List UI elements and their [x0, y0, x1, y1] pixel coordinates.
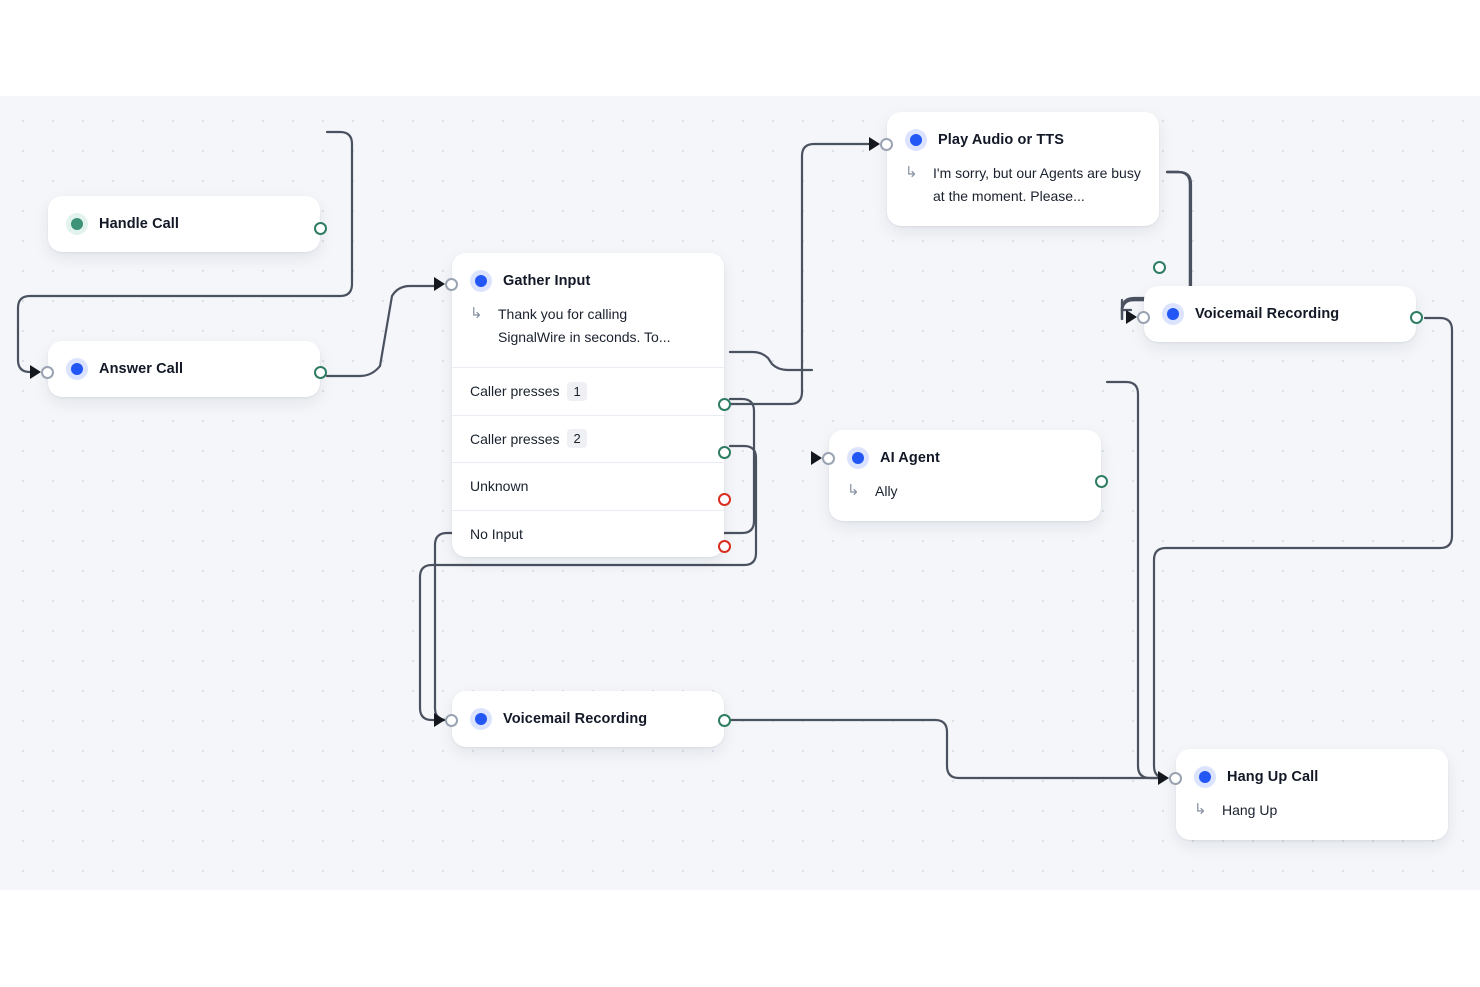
- edge-answer-call-to-gather-input: [325, 284, 439, 378]
- blue-dot-icon: [470, 708, 492, 730]
- node-header: Play Audio or TTS: [887, 112, 1159, 168]
- blue-dot-icon: [847, 447, 869, 469]
- branch-label: No Input: [470, 525, 523, 542]
- node-header: Answer Call: [48, 341, 320, 397]
- node-header: Handle Call: [48, 196, 320, 252]
- arrow-marker-hang-up-call: [1158, 771, 1169, 785]
- arrow-marker-voicemail-recording-right: [1126, 310, 1137, 324]
- node-title: Voicemail Recording: [1195, 306, 1340, 322]
- edge-presses1-to-play-audio: [728, 142, 874, 406]
- arrow-marker-voicemail-recording-bottom: [434, 713, 445, 727]
- arrow-marker-answer-call: [30, 365, 41, 379]
- node-voicemail-recording-bottom[interactable]: Voicemail Recording: [452, 691, 724, 747]
- node-subtitle: Hang Up: [1222, 802, 1278, 818]
- green-dot-icon: [66, 213, 88, 235]
- branch-arrow-icon: ↳: [847, 482, 860, 499]
- handle-in-voicemail-recording-right[interactable]: [1137, 311, 1150, 324]
- node-answer-call[interactable]: Answer Call: [48, 341, 320, 397]
- node-title: Answer Call: [99, 361, 184, 377]
- branch-label: Caller presses: [470, 383, 560, 400]
- branch-arrow-icon: ↳: [1194, 801, 1207, 818]
- branch-label: Caller presses: [470, 430, 560, 447]
- blue-dot-icon: [470, 270, 492, 292]
- arrow-marker-gather-input: [434, 277, 445, 291]
- edge-voicemail-right-to-hangup: [1152, 316, 1454, 780]
- handle-in-ai-agent[interactable]: [822, 452, 835, 465]
- node-ai-agent[interactable]: AI Agent ↳ Ally: [829, 430, 1101, 521]
- edge-presses2-to-ai-agent: [728, 350, 814, 372]
- node-play-audio-or-tts[interactable]: Play Audio or TTS ↳ I'm sorry, but our A…: [887, 112, 1159, 226]
- blue-dot-icon: [1194, 766, 1216, 788]
- branch-label: Unknown: [470, 478, 529, 495]
- blue-dot-icon: [905, 129, 927, 151]
- node-header: Hang Up Call: [1176, 749, 1448, 805]
- handle-out-unknown[interactable]: [718, 493, 731, 506]
- branch-arrow-icon: ↳: [905, 164, 918, 181]
- handle-out-play-audio-or-tts[interactable]: [1153, 261, 1166, 274]
- blue-dot-icon: [66, 358, 88, 380]
- branch-badge: 2: [567, 429, 587, 449]
- branch-arrow-icon: ↳: [470, 305, 483, 322]
- handle-out-caller-presses-1[interactable]: [718, 398, 731, 411]
- node-subtitle: I'm sorry, but our Agents are busy at th…: [933, 165, 1141, 204]
- node-handle-call[interactable]: Handle Call: [48, 196, 320, 252]
- branch-caller-presses-1[interactable]: Caller presses 1: [452, 367, 724, 415]
- handle-in-gather-input[interactable]: [445, 278, 458, 291]
- node-header: Voicemail Recording: [452, 691, 724, 747]
- handle-in-answer-call[interactable]: [41, 366, 54, 379]
- node-header: AI Agent: [829, 430, 1101, 486]
- handle-out-voicemail-recording-right[interactable]: [1410, 311, 1423, 324]
- node-title: AI Agent: [880, 450, 940, 466]
- handle-in-voicemail-recording-bottom[interactable]: [445, 714, 458, 727]
- handle-out-answer-call[interactable]: [314, 366, 327, 379]
- branch-caller-presses-2[interactable]: Caller presses 2: [452, 414, 724, 463]
- node-header: Voicemail Recording: [1144, 286, 1416, 342]
- node-header: Gather Input: [452, 253, 724, 309]
- arrow-marker-play-audio-or-tts: [869, 137, 880, 151]
- branch-no-input[interactable]: No Input: [452, 509, 724, 558]
- node-subtitle: Ally: [875, 483, 898, 499]
- node-subtitle-row: ↳ Ally: [829, 480, 1101, 521]
- handle-out-no-input[interactable]: [718, 540, 731, 553]
- handle-out-voicemail-recording-bottom[interactable]: [718, 714, 731, 727]
- handle-in-hang-up-call[interactable]: [1169, 772, 1182, 785]
- flow-canvas[interactable]: Handle Call Answer Call Gather Input: [0, 96, 1480, 890]
- handle-out-ai-agent[interactable]: [1095, 475, 1108, 488]
- edge-handle-call-to-answer-call: [16, 130, 354, 374]
- node-subtitle-row: ↳ Thank you for calling SignalWire in se…: [452, 303, 724, 367]
- node-title: Hang Up Call: [1227, 769, 1319, 785]
- node-title: Play Audio or TTS: [938, 132, 1065, 148]
- node-title: Handle Call: [99, 216, 180, 232]
- node-gather-input[interactable]: Gather Input ↳ Thank you for calling Sig…: [452, 253, 724, 557]
- handle-out-handle-call[interactable]: [314, 222, 327, 235]
- edge-ai-agent-to-hangup: [1105, 380, 1160, 780]
- node-subtitle-row: ↳ I'm sorry, but our Agents are busy at …: [887, 162, 1159, 226]
- node-subtitle-row: ↳ Hang Up: [1176, 799, 1448, 840]
- node-subtitle: Thank you for calling SignalWire in seco…: [498, 306, 671, 345]
- node-voicemail-recording-right[interactable]: Voicemail Recording: [1144, 286, 1416, 342]
- arrow-marker-ai-agent: [811, 451, 822, 465]
- branch-badge: 1: [567, 381, 587, 401]
- node-title: Gather Input: [503, 273, 591, 289]
- node-hang-up-call[interactable]: Hang Up Call ↳ Hang Up: [1176, 749, 1448, 840]
- node-title: Voicemail Recording: [503, 711, 648, 727]
- edge-voicemail-bottom-to-hangup: [728, 718, 1160, 780]
- blue-dot-icon: [1162, 303, 1184, 325]
- handle-in-play-audio-or-tts[interactable]: [880, 138, 893, 151]
- handle-out-caller-presses-2[interactable]: [718, 446, 731, 459]
- branch-unknown[interactable]: Unknown: [452, 462, 724, 510]
